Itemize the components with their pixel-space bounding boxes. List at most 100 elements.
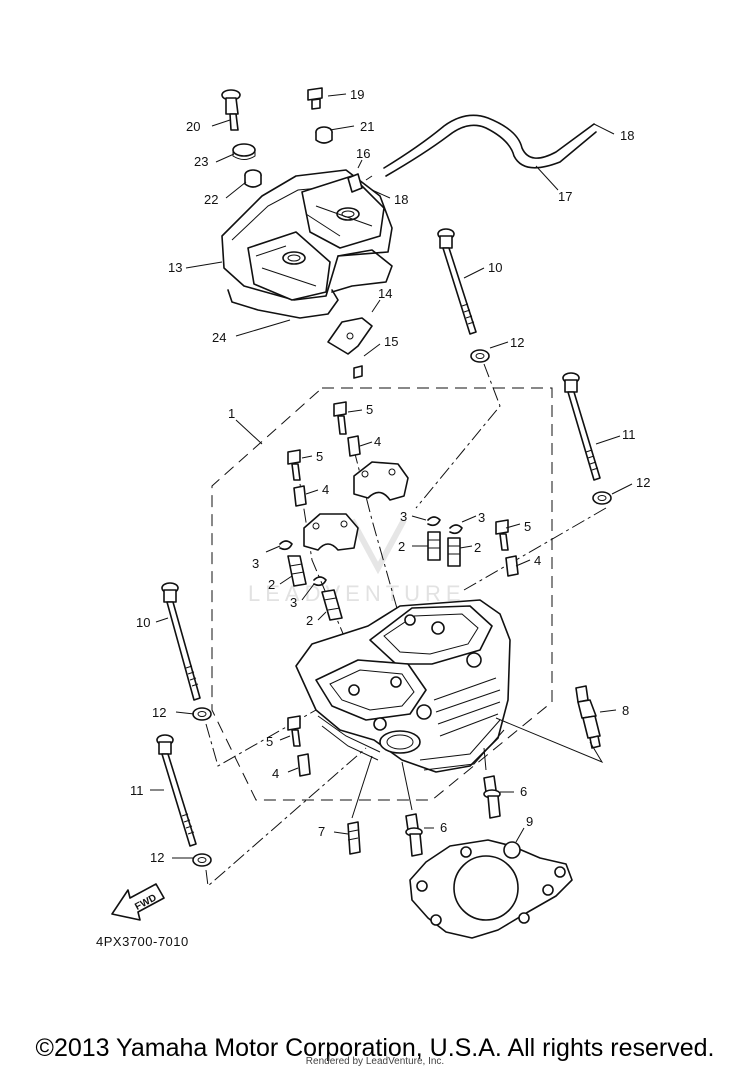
callout-22: 22 <box>204 192 218 207</box>
head-gasket <box>409 839 573 939</box>
stud-bolt-11-right <box>562 372 601 481</box>
washer-23 <box>232 143 256 160</box>
valve-guide-2-a <box>427 531 441 561</box>
bolt-5-a <box>333 401 347 435</box>
callout-7: 7 <box>318 824 325 839</box>
callout-3-b: 3 <box>478 510 485 525</box>
union-16 <box>347 173 363 193</box>
washer-12-b <box>592 491 612 505</box>
callout-5-b: 5 <box>316 449 323 464</box>
bolt-20 <box>221 89 241 131</box>
callout-12-b: 12 <box>636 475 650 490</box>
callout-1: 1 <box>228 406 235 421</box>
dowel-4-c <box>505 555 519 577</box>
dowel-4-a <box>347 435 361 457</box>
forward-direction-arrow: FWD <box>111 883 165 921</box>
diagram-part-number: 4PX3700-7010 <box>96 934 189 949</box>
callout-3-a: 3 <box>400 509 407 524</box>
stud-bolt-10-upper <box>437 228 477 335</box>
callout-14: 14 <box>378 286 392 301</box>
alignment-line-e <box>353 449 399 613</box>
callout-13: 13 <box>168 260 182 275</box>
callout-17: 17 <box>558 189 572 204</box>
valve-guide-2-b <box>447 537 461 567</box>
washer-12-c <box>192 707 212 721</box>
washer-12-d <box>192 853 212 867</box>
rendered-by-note: Rendered by LeadVenture, Inc. <box>305 1056 445 1067</box>
alignment-line-a <box>415 363 501 509</box>
callout-8: 8 <box>622 703 629 718</box>
bolt-5-d <box>287 715 301 747</box>
callout-18-lower: 18 <box>394 192 408 207</box>
assembly-outline <box>211 387 553 801</box>
callout-4-b: 4 <box>322 482 329 497</box>
callout-2-c: 2 <box>268 577 275 592</box>
grommet-22 <box>244 169 262 188</box>
breather-hose <box>383 114 597 177</box>
callout-21: 21 <box>360 119 374 134</box>
clip-3-c <box>279 540 293 551</box>
callout-6-b: 6 <box>440 820 447 835</box>
bolt-5-c <box>495 519 509 551</box>
stud-bolt-10-lower <box>161 582 201 701</box>
callout-3-c: 3 <box>252 556 259 571</box>
spark-plug <box>575 685 601 749</box>
watermark-text: LEADVENTURE <box>248 581 466 606</box>
spark-plug-leader <box>495 717 604 764</box>
clip-3-d <box>313 576 327 587</box>
washer-12-a <box>470 349 490 363</box>
callout-4-a: 4 <box>374 434 381 449</box>
callout-5-a: 5 <box>366 402 373 417</box>
valve-guide-2-c <box>287 555 307 587</box>
callout-4-c: 4 <box>534 553 541 568</box>
callout-12-c: 12 <box>152 705 166 720</box>
stud-6-a <box>483 775 501 819</box>
head-cover <box>221 169 393 301</box>
bracket-hole <box>346 332 354 340</box>
callout-5-c: 5 <box>524 519 531 534</box>
callout-16: 16 <box>356 146 370 161</box>
callout-4-d: 4 <box>272 766 279 781</box>
stud-6-a-line <box>483 747 487 771</box>
callout-2-a: 2 <box>398 539 405 554</box>
callout-12-d: 12 <box>150 850 164 865</box>
callout-2-b: 2 <box>474 540 481 555</box>
callout-15: 15 <box>384 334 398 349</box>
callout-10-upper: 10 <box>488 260 502 275</box>
callout-6-a: 6 <box>520 784 527 799</box>
callout-24: 24 <box>212 330 226 345</box>
callout-11-right: 11 <box>622 427 636 442</box>
callout-18-upper: 18 <box>620 128 634 143</box>
alignment-line-d <box>205 747 367 887</box>
copyright-notice: ©2013 Yamaha Motor Corporation, U.S.A. A… <box>35 1034 715 1062</box>
stud-7-line <box>351 755 373 819</box>
bolt-5-b <box>287 449 301 481</box>
callout-9: 9 <box>526 814 533 829</box>
stud-bolt-11-left <box>156 734 197 847</box>
stud-6-b <box>405 813 423 857</box>
callout-10-lower: 10 <box>136 615 150 630</box>
callout-20: 20 <box>186 119 200 134</box>
valve-guide-2-d <box>321 589 343 621</box>
dowel-4-b <box>293 485 307 507</box>
callout-2-d: 2 <box>306 613 313 628</box>
alignment-line-b <box>463 507 607 591</box>
grommet-21 <box>315 126 333 144</box>
callout-19: 19 <box>350 87 364 102</box>
callout-11-left: 11 <box>130 783 144 798</box>
cam-holder-upper <box>353 461 409 501</box>
stud-6-b-line <box>401 761 413 811</box>
leader-lines <box>150 93 633 859</box>
callout-12-a: 12 <box>510 335 524 350</box>
bolt-19 <box>307 87 323 110</box>
watermark-logo <box>349 518 407 575</box>
callout-3-d: 3 <box>290 595 297 610</box>
callout-23: 23 <box>194 154 208 169</box>
clip-3-b <box>449 524 463 535</box>
bracket <box>327 317 373 355</box>
cylinder-head <box>295 599 511 773</box>
bolt-15 <box>353 365 363 379</box>
head-cover-gasket <box>227 249 393 319</box>
dowel-4-d <box>297 753 311 777</box>
